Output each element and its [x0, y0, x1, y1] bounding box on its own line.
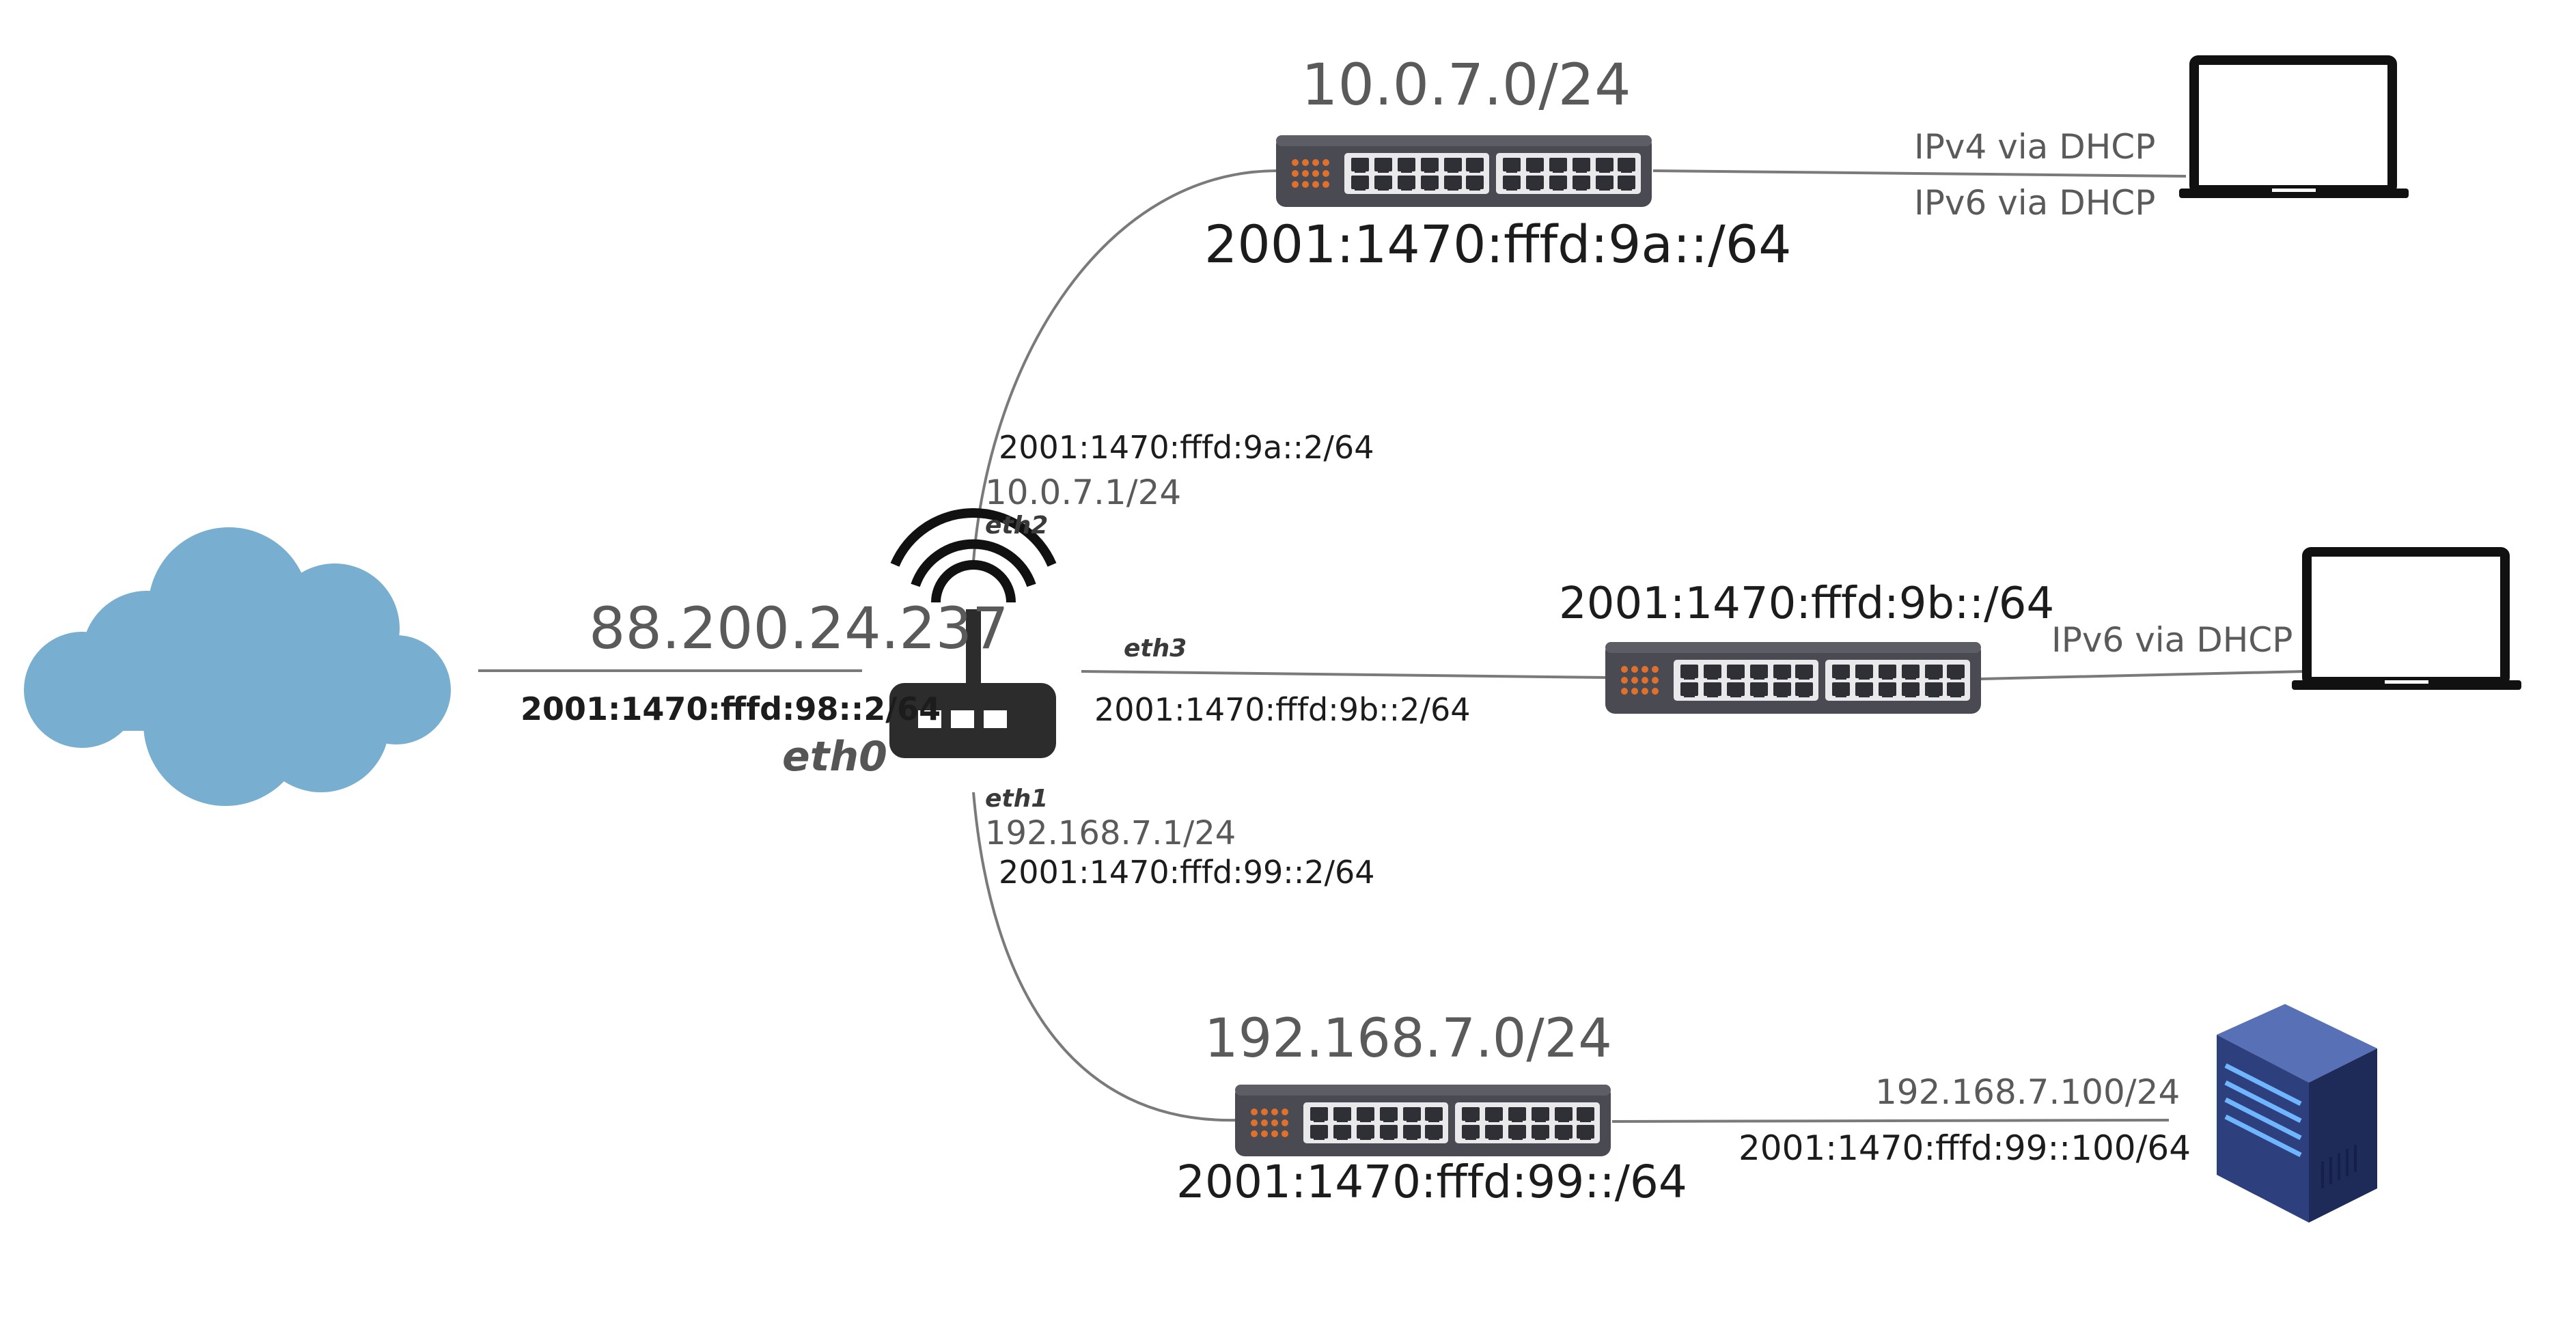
switch-bottom-ipv4-subnet: 192.168.7.0/24 [1204, 1008, 1612, 1070]
switch-top-icon [1276, 135, 1652, 207]
switch-mid-icon [1605, 642, 1981, 714]
link-mid-laptop [1980, 670, 2306, 680]
link-eth2 [972, 169, 1278, 562]
switch-bottom-ipv6-subnet: 2001:1470:fffd:99::/64 [1176, 1156, 1687, 1208]
switch-mid-ipv6-subnet: 2001:1470:fffd:9b::/64 [1559, 579, 2055, 629]
link-top-laptop [1652, 169, 2187, 178]
eth3-label: eth3 [1124, 635, 1187, 663]
eth1-ipv6-label: 2001:1470:fffd:99::2/64 [999, 854, 1375, 891]
server-icon [2217, 1004, 2377, 1223]
laptop-top-icon [2179, 60, 2409, 198]
switch-top-ipv6-subnet: 2001:1470:fffd:9a::/64 [1204, 214, 1792, 275]
wan-ipv6-label: 2001:1470:fffd:98::2/64 [521, 691, 941, 727]
router-icon [889, 507, 1057, 758]
link-eth3 [1081, 670, 1609, 679]
eth3-ipv6-label: 2001:1470:fffd:9b::2/64 [1094, 691, 1471, 728]
switch-top-ipv4-subnet: 10.0.7.0/24 [1301, 51, 1631, 118]
wan-ipv4-label: 88.200.24.237 [589, 595, 1009, 662]
laptop-top-ipv4-note: IPv4 via DHCP [1914, 127, 2156, 167]
laptop-mid-icon [2292, 552, 2521, 690]
eth1-label: eth1 [985, 785, 1049, 813]
link-server [1611, 1119, 2170, 1123]
eth0-label: eth0 [782, 733, 887, 781]
link-eth1 [972, 792, 1237, 1122]
links [478, 169, 2306, 1123]
internet-cloud-icon [24, 527, 451, 806]
server-ipv6-label: 2001:1470:fffd:99::100/64 [1739, 1128, 2191, 1168]
eth2-ipv4-label: 10.0.7.1/24 [985, 473, 1182, 512]
eth2-ipv6-label: 2001:1470:fffd:9a::2/64 [999, 429, 1374, 466]
eth2-label: eth2 [985, 512, 1049, 540]
laptop-mid-ipv6-note: IPv6 via DHCP [2051, 620, 2293, 660]
server-ipv4-label: 192.168.7.100/24 [1875, 1072, 2180, 1112]
eth1-ipv4-label: 192.168.7.1/24 [985, 814, 1236, 852]
laptop-top-ipv6-note: IPv6 via DHCP [1914, 183, 2156, 223]
switch-bottom-icon [1235, 1085, 1611, 1156]
